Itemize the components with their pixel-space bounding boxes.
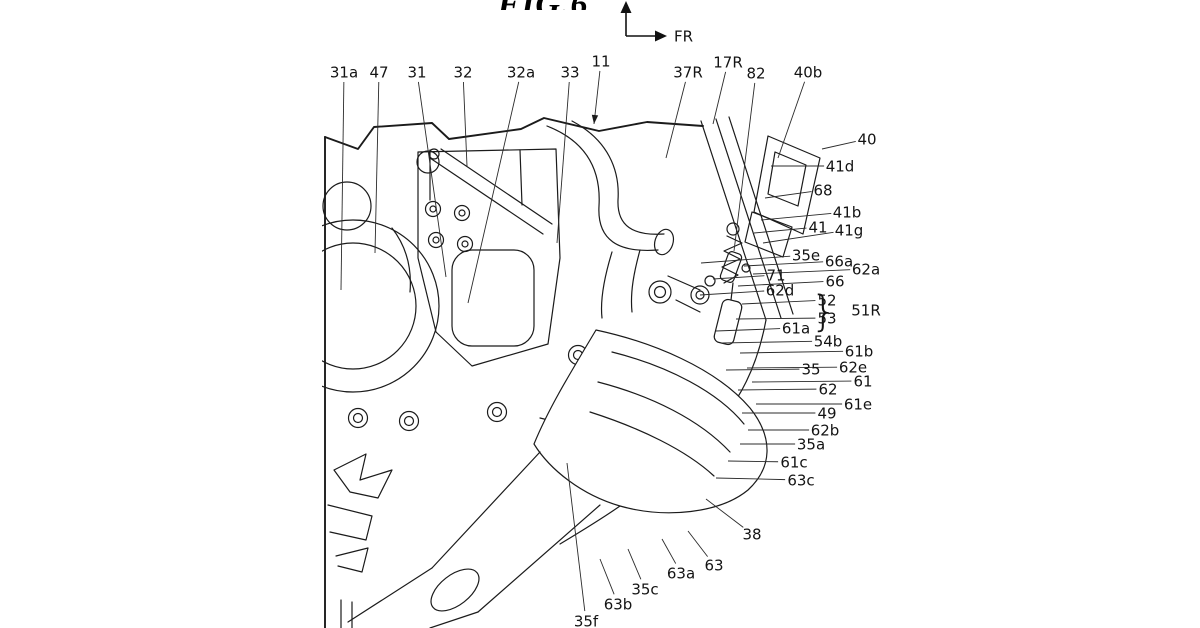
ref-label-35a: 35a bbox=[797, 435, 825, 453]
ref-label-41: 41 bbox=[808, 218, 827, 236]
sensor-cluster bbox=[668, 251, 750, 346]
leader-line-63b bbox=[600, 559, 614, 594]
leader-line-40b bbox=[778, 82, 805, 158]
ref-label-63c: 63c bbox=[787, 471, 814, 489]
ref-label-32a: 32a bbox=[507, 63, 535, 81]
crankcase-cover bbox=[267, 182, 439, 392]
ref-label-68: 68 bbox=[813, 181, 832, 199]
ref-label-33: 33 bbox=[560, 63, 579, 81]
ref-label-47: 47 bbox=[369, 63, 388, 81]
ref-label-37R: 37R bbox=[673, 63, 703, 81]
exhaust-collector bbox=[534, 330, 767, 544]
leader-line-17R bbox=[713, 72, 726, 124]
exhaust-downpipe bbox=[341, 452, 600, 628]
ref-label-41g: 41g bbox=[835, 221, 864, 239]
brace-51R: } bbox=[811, 287, 838, 336]
leader-line-82 bbox=[734, 83, 755, 251]
leader-line-63 bbox=[688, 531, 708, 557]
ref-label-40b: 40b bbox=[794, 63, 823, 81]
ref-label-62d: 62d bbox=[766, 281, 795, 299]
ref-label-31: 31 bbox=[407, 63, 426, 81]
ref-label-38: 38 bbox=[742, 525, 761, 543]
ref-label-11: 11 bbox=[591, 52, 610, 70]
leader-line-32 bbox=[463, 82, 467, 166]
leader-line-32a bbox=[468, 82, 519, 303]
ref-label-41b: 41b bbox=[833, 203, 862, 221]
ref-label-51R: 51R bbox=[851, 301, 881, 319]
ref-label-40: 40 bbox=[857, 130, 876, 148]
ref-label-62a: 62a bbox=[852, 260, 880, 278]
ref-label-61a: 61a bbox=[782, 319, 810, 337]
ref-label-63a: 63a bbox=[667, 564, 695, 582]
ref-label-35e: 35e bbox=[792, 246, 820, 264]
ref-label-35: 35 bbox=[801, 360, 820, 378]
leader-line-68 bbox=[765, 192, 812, 198]
ref-label-66a: 66a bbox=[825, 252, 853, 270]
direction-indicator: FR bbox=[621, 1, 694, 45]
intake-duct bbox=[547, 121, 677, 318]
leader-line-33 bbox=[557, 82, 569, 243]
leader-line-47 bbox=[375, 82, 379, 253]
leader-line-61a bbox=[716, 329, 780, 331]
engine-line-art bbox=[267, 117, 820, 628]
drawing-cut-boundary bbox=[325, 118, 703, 149]
leader-line-40 bbox=[822, 141, 856, 149]
bracket-cluster bbox=[745, 136, 820, 257]
intake-tube bbox=[417, 149, 552, 234]
leader-line-63a bbox=[662, 539, 676, 564]
ref-label-63: 63 bbox=[704, 556, 723, 574]
lower-left-details bbox=[328, 454, 392, 572]
ref-label-41d: 41d bbox=[826, 157, 855, 175]
ref-label-62: 62 bbox=[818, 380, 837, 398]
ref-label-32: 32 bbox=[453, 63, 472, 81]
ref-label-35c: 35c bbox=[631, 580, 658, 598]
ref-label-61: 61 bbox=[853, 372, 872, 390]
leader-line-31 bbox=[418, 82, 446, 277]
fr-up-arrowhead bbox=[621, 1, 632, 13]
leader-line-62 bbox=[738, 389, 816, 390]
ref-label-31a: 31a bbox=[330, 63, 358, 81]
leader-line-35 bbox=[726, 369, 799, 370]
fr-right-arrowhead bbox=[655, 31, 667, 42]
ref-label-63b: 63b bbox=[604, 595, 633, 613]
ref-label-61c: 61c bbox=[780, 453, 807, 471]
leader-line-35c bbox=[628, 549, 641, 579]
leader-line-37R bbox=[666, 82, 685, 158]
ref-label-35f: 35f bbox=[574, 612, 599, 628]
ref-label-49: 49 bbox=[817, 404, 836, 422]
leader-arrowhead-11 bbox=[592, 115, 598, 124]
leader-line-31a bbox=[341, 82, 344, 290]
ref-label-61e: 61e bbox=[844, 395, 872, 413]
ref-label-17R: 17R bbox=[713, 53, 743, 71]
fr-label: FR bbox=[674, 27, 693, 45]
frame-tube bbox=[701, 117, 793, 400]
leader-line-61b bbox=[740, 351, 843, 353]
leader-line-62e bbox=[747, 367, 837, 368]
leader-line-54b bbox=[722, 341, 812, 343]
ref-label-82: 82 bbox=[746, 64, 765, 82]
leader-line-52 bbox=[742, 301, 815, 304]
